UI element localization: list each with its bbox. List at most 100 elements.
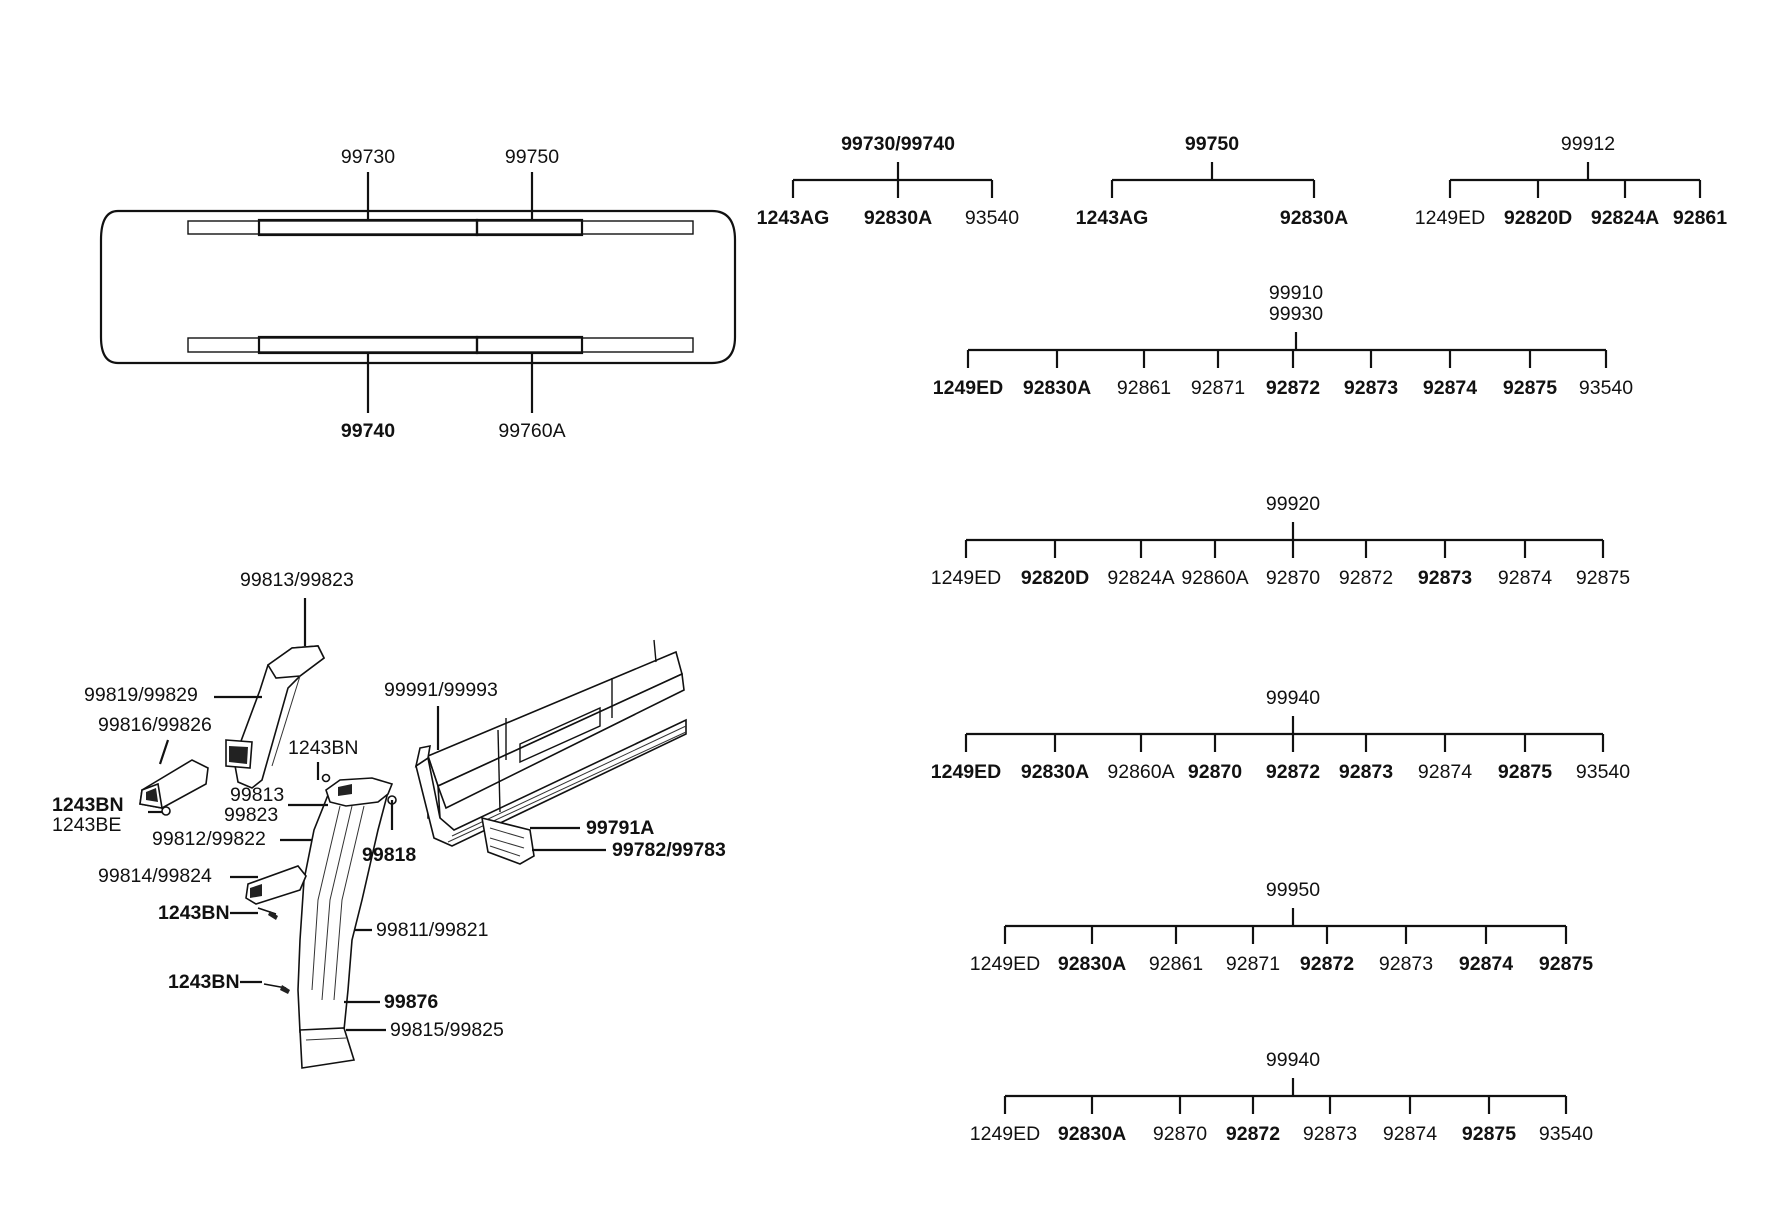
tree-child-label: 92830A: [864, 207, 932, 229]
duct-assembly-drawing: 99813/99823 99819/99829 99816/99826 1243…: [52, 569, 726, 1069]
tree-child-label: 92875: [1503, 377, 1557, 399]
tree-child-label: 92861: [1673, 207, 1727, 229]
tree-child-label: 92875: [1498, 761, 1552, 783]
duct-99740-segment: [257, 335, 479, 355]
label-99813: 99813: [230, 784, 284, 806]
nozzle-small: [139, 759, 209, 816]
tree-child-label: 92875: [1576, 567, 1630, 589]
tree-child-label: 92872: [1266, 377, 1320, 399]
tree-child-label: 92873: [1379, 953, 1433, 975]
tree-child-label: 1243AG: [757, 207, 830, 229]
tree-child-label: 92861: [1117, 377, 1171, 399]
tree-child-label: 92830A: [1023, 377, 1091, 399]
tree-root-label: 99940: [1266, 1049, 1320, 1071]
tree-root-label: 99920: [1266, 493, 1320, 515]
label-99814-99824: 99814/99824: [98, 865, 212, 887]
label-1243be: 1243BE: [52, 814, 121, 836]
roof-top-view: 99730 99750 99740 99760A: [99, 146, 737, 442]
label-99816-99826: 99816/99826: [98, 714, 212, 736]
label-1243bn-a: 1243BN: [52, 794, 124, 816]
tree-child-label: 93540: [1579, 377, 1633, 399]
tree-root-label: 99912: [1561, 133, 1615, 155]
part-tree: 99920 1249ED 92820D 92824A 92860A 92870 92872 9…: [931, 493, 1630, 589]
tree-child-label: 92860A: [1107, 761, 1174, 783]
tree-root-label: 99950: [1266, 879, 1320, 901]
duct-99750-segment: [475, 218, 584, 237]
tree-child-label: 1243AG: [1076, 207, 1149, 229]
floor-duct-section: [414, 639, 687, 847]
duct-99760a-segment: [475, 335, 584, 355]
tree-root-label: 99730/99740: [841, 133, 955, 155]
tree-child-label: 1249ED: [970, 953, 1040, 975]
tree-child-label: 1249ED: [931, 567, 1001, 589]
tree-child-label: 92872: [1300, 953, 1354, 975]
tree-child-label: 92820D: [1504, 207, 1572, 229]
tree-child-label: 1249ED: [931, 761, 1001, 783]
main-vertical-duct: [297, 773, 394, 1069]
part-tree: 99750 1243AG 92830A: [1076, 133, 1348, 229]
tree-root-label: 99910: [1269, 282, 1323, 304]
label-1243bn-b: 1243BN: [288, 737, 358, 759]
tree-child-label: 1249ED: [933, 377, 1003, 399]
tree-child-label: 92874: [1383, 1123, 1437, 1145]
tree-child-label: 92824A: [1591, 207, 1659, 229]
tree-child-label: 92860A: [1181, 567, 1248, 589]
label-99750: 99750: [505, 146, 559, 168]
label-99812-99822: 99812/99822: [152, 828, 266, 850]
label-99815-99825: 99815/99825: [390, 1019, 504, 1041]
tree-child-label: 92871: [1191, 377, 1245, 399]
tree-child-label: 92824A: [1107, 567, 1174, 589]
label-99811-99821: 99811/99821: [376, 919, 488, 941]
tree-child-label: 92873: [1303, 1123, 1357, 1145]
tree-child-label: 92830A: [1280, 207, 1348, 229]
tree-child-label: 92875: [1539, 953, 1593, 975]
duct-leader-lines: [148, 598, 606, 1032]
label-99823: 99823: [224, 804, 278, 826]
tree-child-label: 92873: [1344, 377, 1398, 399]
tree-child-label: 92874: [1418, 761, 1472, 783]
elbow-duct-upper: [225, 645, 326, 789]
tree-child-label: 93540: [1576, 761, 1630, 783]
tree-child-label: 92874: [1423, 377, 1477, 399]
tree-child-label: 92873: [1339, 761, 1393, 783]
label-99991-99993: 99991/99993: [384, 679, 498, 701]
tree-child-label: 92870: [1153, 1123, 1207, 1145]
lower-rail: [187, 337, 694, 353]
tree-child-label: 92830A: [1058, 953, 1126, 975]
tree-child-label: 92830A: [1021, 761, 1089, 783]
tree-child-label: 92872: [1226, 1123, 1280, 1145]
label-99791a: 99791A: [586, 817, 654, 839]
tree-child-label: 92870: [1266, 567, 1320, 589]
label-99876: 99876: [384, 991, 438, 1013]
tree-child-label: 92830A: [1058, 1123, 1126, 1145]
tree-child-label: 92874: [1459, 953, 1513, 975]
tree-child-label: 92872: [1339, 567, 1393, 589]
tree-root-label: 99930: [1269, 303, 1323, 325]
tree-root-label: 99750: [1185, 133, 1239, 155]
label-99819-99829: 99819/99829: [84, 684, 198, 706]
upper-rail: [187, 220, 694, 235]
tree-child-label: 1249ED: [1415, 207, 1485, 229]
label-99818: 99818: [362, 844, 416, 866]
duct-99730-segment: [257, 218, 479, 237]
label-99760a: 99760A: [498, 420, 565, 442]
roof-outline: [99, 209, 737, 365]
tree-child-label: 92873: [1418, 567, 1472, 589]
mounting-clip: [480, 816, 535, 865]
tree-child-label: 92872: [1266, 761, 1320, 783]
label-1243bn-d: 1243BN: [168, 971, 240, 993]
tree-root-label: 99940: [1266, 687, 1320, 709]
label-1243bn-c: 1243BN: [158, 902, 230, 924]
label-99782-99783: 99782/99783: [612, 839, 726, 861]
label-99740: 99740: [341, 420, 395, 442]
tree-child-label: 92820D: [1021, 567, 1089, 589]
tree-child-label: 92875: [1462, 1123, 1516, 1145]
part-tree: 99912 1249ED 92820D 92824A 92861: [1415, 133, 1727, 229]
tree-child-label: 92871: [1226, 953, 1280, 975]
